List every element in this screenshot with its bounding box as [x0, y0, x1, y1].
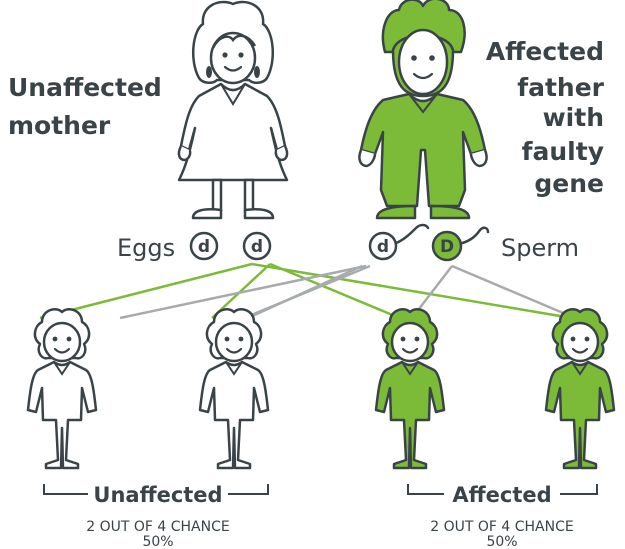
mother-label-line-2: mother	[8, 111, 111, 140]
mother-label-line-1: Unaffected	[8, 73, 162, 102]
father-label-line-3: with	[543, 103, 604, 132]
child-unaffected-1	[28, 309, 96, 468]
line-grey	[452, 266, 575, 318]
sperm-allele-2: D	[440, 237, 454, 257]
egg-allele-2: d	[251, 237, 263, 257]
father-label-line-5: gene	[534, 169, 604, 198]
line-green	[270, 264, 395, 316]
father-label-line-1: Affected	[486, 37, 604, 66]
sperm-label: Sperm	[501, 234, 579, 262]
sperm-allele-1: d	[377, 237, 389, 257]
unaffected-outcome-label: Unaffected	[93, 483, 222, 507]
unaffected-chance: 2 OUT OF 4 CHANCE	[86, 519, 229, 535]
affected-percent: 50%	[486, 534, 517, 549]
sperm-cell-1: d	[370, 225, 428, 259]
egg-allele-1: d	[198, 237, 210, 257]
father-label-line-2: father	[517, 73, 604, 102]
affected-outcome-label: Affected	[452, 483, 551, 507]
child-affected-2	[546, 309, 614, 468]
child-unaffected-2	[200, 309, 268, 468]
unaffected-mother-figure	[179, 2, 287, 218]
eggs-label: Eggs	[117, 234, 175, 262]
affected-chance: 2 OUT OF 4 CHANCE	[430, 519, 573, 535]
unaffected-percent: 50%	[142, 534, 173, 549]
egg-cell-1: d	[191, 233, 217, 259]
child-affected-1	[376, 309, 444, 468]
father-label-line-4: faulty	[522, 137, 604, 166]
sperm-cell-2: D	[433, 228, 488, 260]
affected-father-figure	[359, 0, 486, 218]
egg-cell-2: d	[244, 233, 270, 259]
inheritance-lines	[40, 264, 575, 318]
